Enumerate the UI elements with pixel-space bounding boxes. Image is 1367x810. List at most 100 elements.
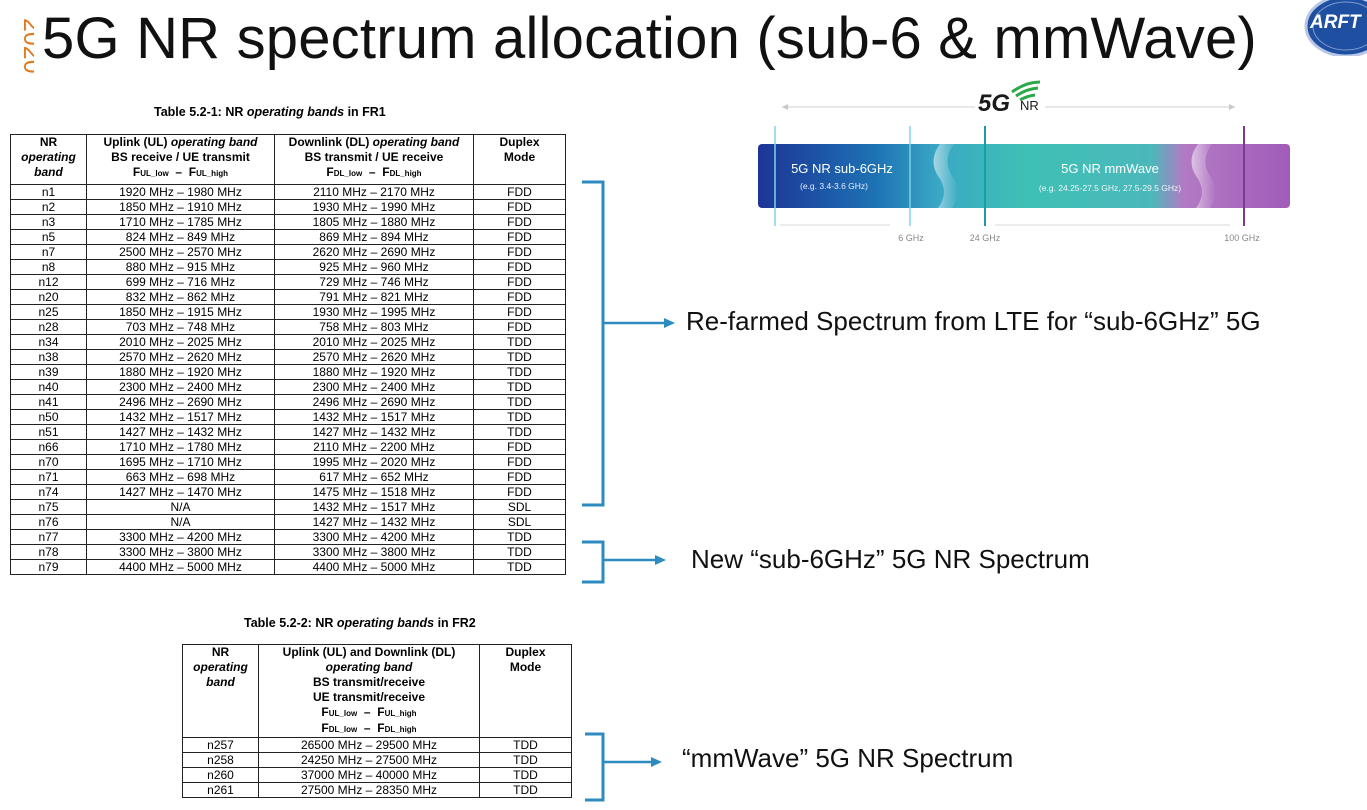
fr2-cell-col1: 27500 MHz – 28350 MHz: [258, 782, 480, 798]
range-arrow-left-icon: [782, 104, 788, 110]
fr1-cell-col1: 703 MHz – 748 MHz: [86, 319, 275, 335]
fr1-cell-col3: TDD: [473, 544, 566, 560]
fr1-cell-col2: 925 MHz – 960 MHz: [274, 259, 474, 275]
arft-logo: ARFT: [1296, 0, 1367, 56]
fr1-cell-col1: 663 MHz – 698 MHz: [86, 469, 275, 485]
fr1-header-ul-line1: Uplink (UL): [103, 135, 171, 149]
fr1-cell-col0: n2: [10, 199, 87, 215]
fr1-cell-col0: n71: [10, 469, 87, 485]
fr1-cell-col0: n25: [10, 304, 87, 320]
fr2-header-range: Uplink (UL) and Downlink (DL) operating …: [258, 644, 480, 738]
fr2-header-duplex-line2: Mode: [509, 660, 542, 674]
fr1-cell-col3: FDD: [473, 184, 566, 200]
fr1-cell-col3: SDL: [473, 499, 566, 515]
fr1-header-ul-line2: BS receive / UE transmit: [111, 150, 250, 164]
fr1-bands-table: NR operating band Uplink (UL) operating …: [10, 134, 566, 575]
fr1-cell-col0: n74: [10, 484, 87, 500]
fr1-cell-col0: n12: [10, 274, 87, 290]
fr1-header-dl: Downlink (DL) operating band BS transmit…: [274, 134, 474, 185]
fr2-cell-col2: TDD: [479, 737, 572, 753]
fr1-cell-col2: 2620 MHz – 2690 MHz: [274, 244, 474, 260]
fr1-cell-col2: 869 MHz – 894 MHz: [274, 229, 474, 245]
fr1-cell-col2: 1475 MHz – 1518 MHz: [274, 484, 474, 500]
fr1-header-dl-line1-italic: operating band: [372, 135, 460, 149]
fr1-cell-col2: 1880 MHz – 1920 MHz: [274, 364, 474, 380]
tick-24ghz: 24 GHz: [970, 233, 1001, 243]
fr1-cell-col3: FDD: [473, 469, 566, 485]
fr1-cell-col2: 2010 MHz – 2025 MHz: [274, 334, 474, 350]
fr1-cell-col0: n39: [10, 364, 87, 380]
fr1-cell-col0: n1: [10, 184, 87, 200]
fr2-header-f2: F: [321, 721, 329, 735]
fr2-header-f1-sub-high: UL_high: [384, 709, 417, 718]
fr1-cell-col2: 1930 MHz – 1990 MHz: [274, 199, 474, 215]
fr1-cell-col1: 824 MHz – 849 MHz: [86, 229, 275, 245]
fr1-cell-col0: n51: [10, 424, 87, 440]
fr1-cell-col3: SDL: [473, 514, 566, 530]
fr1-cell-col3: FDD: [473, 259, 566, 275]
fr2-cell-col0: n258: [182, 752, 259, 768]
fr1-cell-col0: n40: [10, 379, 87, 395]
fr1-header-dl-f: F: [326, 165, 334, 179]
fr1-cell-col2: 729 MHz – 746 MHz: [274, 274, 474, 290]
fr1-cell-col1: 4400 MHz – 5000 MHz: [86, 559, 275, 575]
fr1-cell-col2: 1427 MHz – 1432 MHz: [274, 424, 474, 440]
fr1-cell-col1: 1432 MHz – 1517 MHz: [86, 409, 275, 425]
fr2-header-duplex: Duplex Mode: [479, 644, 572, 738]
tick-6ghz: 6 GHz: [898, 233, 924, 243]
fr2-cell-col0: n261: [182, 782, 259, 798]
band-wave-right: [1191, 144, 1216, 208]
fr1-header-dl-line1: Downlink (DL): [288, 135, 373, 149]
fr1-cell-col3: TDD: [473, 424, 566, 440]
fr1-cell-col1: 699 MHz – 716 MHz: [86, 274, 275, 290]
fr1-cell-col3: TDD: [473, 364, 566, 380]
fr1-cell-col1: 1710 MHz – 1785 MHz: [86, 214, 275, 230]
fr1-header-duplex-line1: Duplex: [499, 135, 540, 149]
fr1-header-band-line1: NR: [39, 135, 58, 149]
fr1-caption: Table 5.2-1: NR operating bands in FR1: [154, 105, 386, 119]
fr1-cell-col1: 2496 MHz – 2690 MHz: [86, 394, 275, 410]
sub6-example: (e.g. 3.4-3.6 GHz): [800, 181, 868, 191]
fr1-cell-col0: n75: [10, 499, 87, 515]
fr2-cell-col1: 37000 MHz – 40000 MHz: [258, 767, 480, 783]
bracket-new-sub6: [582, 540, 605, 584]
fr1-cell-col1: 1710 MHz – 1780 MHz: [86, 439, 275, 455]
fr2-caption-italic: operating bands: [336, 616, 435, 630]
fr2-cell-col1: 24250 MHz – 27500 MHz: [258, 752, 480, 768]
fr2-cell-col2: TDD: [479, 767, 572, 783]
fr2-header-band-line1: NR: [211, 645, 230, 659]
logo-text: ARFT: [1309, 12, 1362, 33]
fr2-cell-col0: n257: [182, 737, 259, 753]
fr2-header-row: NR operating band Uplink (UL) and Downli…: [182, 644, 572, 738]
fr1-header-ul-mid: – F: [168, 165, 197, 179]
fr1-cell-col0: n8: [10, 259, 87, 275]
fr1-header-duplex: Duplex Mode: [473, 134, 566, 185]
fr1-cell-col1: 3300 MHz – 3800 MHz: [86, 544, 275, 560]
label-mmwave: “mmWave” 5G NR Spectrum: [682, 743, 1014, 773]
fr1-cell-col1: 2570 MHz – 2620 MHz: [86, 349, 275, 365]
fr1-cell-col3: FDD: [473, 274, 566, 290]
year-badge-text: 2020: [18, 18, 34, 74]
logo-nr-text: NR: [1020, 98, 1039, 113]
fr1-cell-col0: n78: [10, 544, 87, 560]
fr2-header-f1-sub-low: UL_low: [328, 709, 358, 718]
fr1-cell-col1: 2500 MHz – 2570 MHz: [86, 244, 275, 260]
fr1-cell-col1: 2010 MHz – 2025 MHz: [86, 334, 275, 350]
fr1-cell-col2: 791 MHz – 821 MHz: [274, 289, 474, 305]
fr1-cell-col3: FDD: [473, 319, 566, 335]
fr2-bands-table: NR operating band Uplink (UL) and Downli…: [182, 644, 572, 798]
